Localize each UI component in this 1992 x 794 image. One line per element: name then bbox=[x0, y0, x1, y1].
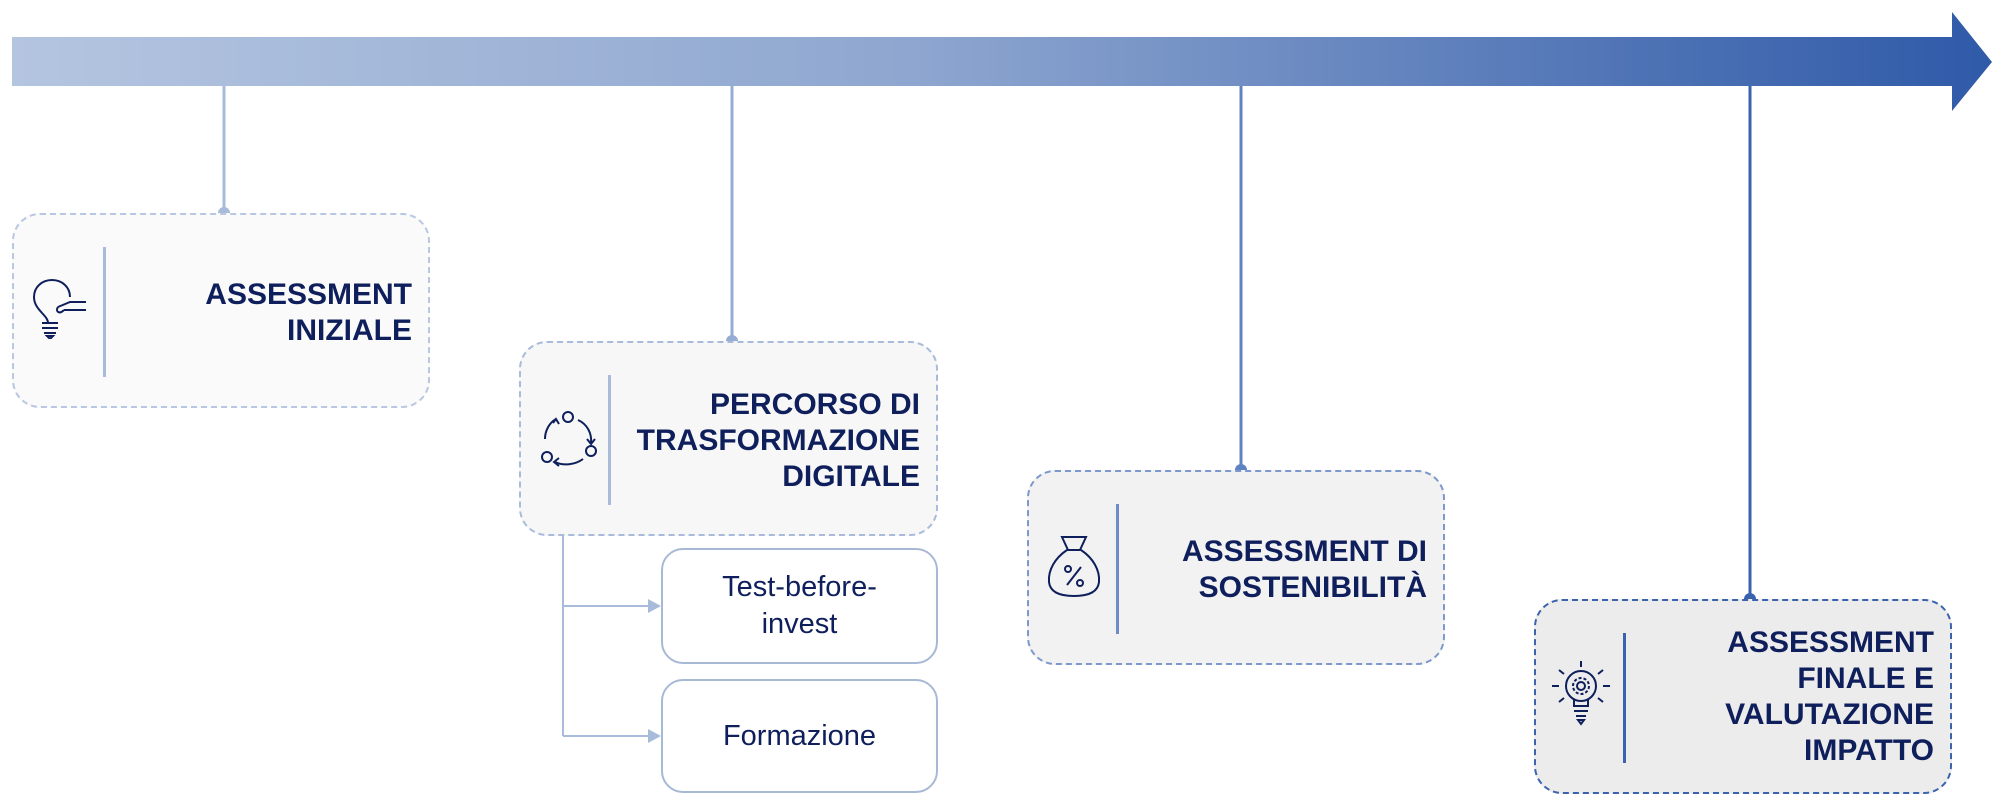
separator bbox=[103, 247, 106, 377]
step-title-4: ASSESSMENT FINALE E VALUTAZIONE IMPATTO bbox=[1725, 626, 1934, 767]
substep-label-2: Formazione bbox=[722, 719, 877, 752]
separator bbox=[1623, 633, 1626, 763]
substep-label-1: Test-before- invest bbox=[722, 571, 877, 640]
separator bbox=[608, 375, 611, 505]
lightbulb-gear-icon bbox=[1552, 661, 1610, 726]
branch-arrowhead-2 bbox=[648, 729, 661, 743]
separator bbox=[1116, 504, 1119, 634]
step-card-2: PERCORSO DI TRASFORMAZIONE DIGITALE bbox=[519, 341, 938, 536]
step-title-1: ASSESSMENT INIZIALE bbox=[205, 278, 412, 347]
step-card-1: ASSESSMENT INIZIALE bbox=[12, 213, 430, 408]
timeline-arrow bbox=[12, 12, 1992, 111]
substep-formazione: Formazione bbox=[661, 679, 938, 793]
step-card-4: ASSESSMENT FINALE E VALUTAZIONE IMPATTO bbox=[1534, 599, 1952, 794]
step-title-3: ASSESSMENT DI SOSTENIBILITÀ bbox=[1181, 535, 1427, 604]
money-bag-percent-icon bbox=[1047, 536, 1101, 598]
substep-branch bbox=[562, 536, 650, 737]
step-card-3: ASSESSMENT DI SOSTENIBILITÀ bbox=[1027, 470, 1445, 665]
substep-test-before-invest: Test-before- invest bbox=[661, 548, 938, 664]
cycle-arrows-icon bbox=[541, 411, 597, 467]
step-title-2: PERCORSO DI TRASFORMAZIONE DIGITALE bbox=[636, 388, 920, 493]
branch-arrowhead-1 bbox=[648, 599, 661, 613]
lightbulb-hand-icon bbox=[32, 278, 86, 339]
